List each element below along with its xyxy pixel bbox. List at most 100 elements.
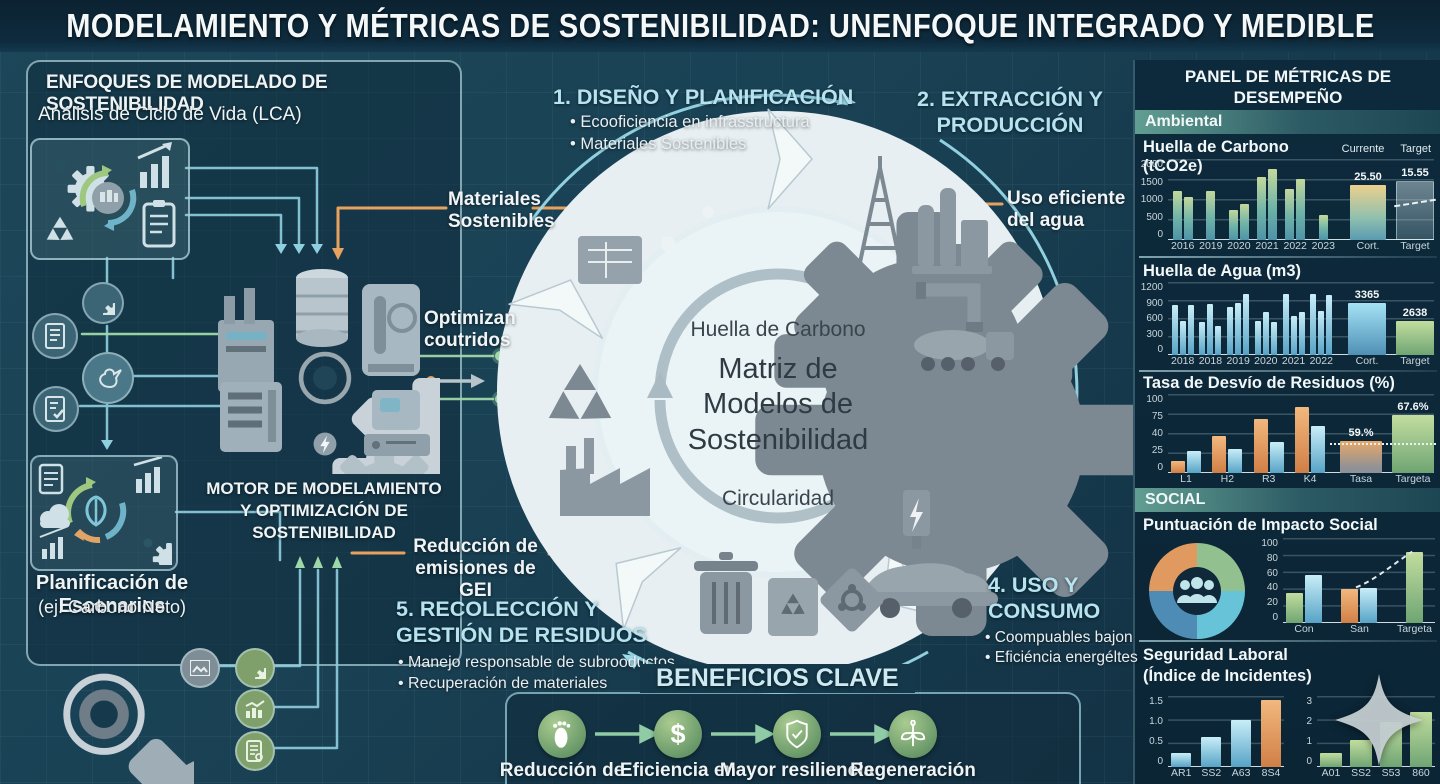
stage2-title: 2. EXTRACCIÓN Y PRODUCCIÓN <box>917 87 1103 138</box>
compute-cube-icon <box>364 390 430 456</box>
gear-icon <box>244 657 266 679</box>
section-social: SOCIAL <box>1135 488 1440 512</box>
checklist-icon <box>45 396 65 422</box>
gear-icon <box>143 536 173 565</box>
cloud-icon <box>40 504 70 528</box>
benefit-2-label: Eficiencia en <box>619 760 737 781</box>
carbon-chart-title: Huella de Carbono (tCO2e) <box>1143 138 1289 175</box>
refinery-icon <box>912 188 992 274</box>
scenario-sub-label: (ej. Carbono Neto) <box>37 597 187 617</box>
modeling-engine-illustration <box>218 269 440 474</box>
chart-icon <box>245 700 265 718</box>
materials-callout: Materiales Sostenibles <box>448 189 555 232</box>
benefit-4-circle <box>889 710 937 758</box>
scenario-label: Planificación de Escenarios <box>35 572 189 617</box>
main-gear-icon <box>292 338 440 474</box>
waste-chart-title: Tasa de Desvío de Residuos (%) <box>1143 374 1395 392</box>
eco-gear-circle <box>235 648 275 688</box>
dollar-icon: $ <box>670 718 686 749</box>
donut-hole <box>1173 567 1221 615</box>
target-col-header: Target <box>1400 143 1431 155</box>
waste-chart-title-row: Tasa de Desvío de Residuos (%) <box>1143 374 1435 393</box>
big-gear-icon <box>14 638 194 784</box>
safety-title-1: Seguridad Laboral <box>1143 646 1288 664</box>
social-chart-title: Puntuación de Impacto Social <box>1143 516 1378 534</box>
footprint-icon <box>553 721 571 748</box>
report-circle <box>235 731 275 771</box>
title-bar: MODELAMIENTO Y MÉTRICAS DE SOSTENIBILIDA… <box>0 0 1440 52</box>
gear-circle <box>82 282 124 324</box>
benefit-3-circle <box>773 710 821 758</box>
benefit-4-label: Regeneración de <box>850 760 976 784</box>
sparkle-cursor-icon <box>1335 674 1423 766</box>
analyzer-machine-icon <box>362 284 420 376</box>
factory-machine-icon <box>218 288 274 392</box>
recycle-bag-icon <box>768 578 818 636</box>
benefit-arrows <box>595 724 894 744</box>
optimize-callout: Optimizan coutridos <box>424 308 516 351</box>
benefit-2-circle: $ <box>654 710 702 758</box>
power-towers-icon <box>928 439 1022 553</box>
engine-label: MOTOR DE MODELAMIENTO Y OPTIMIZACIÓN DE … <box>206 479 442 543</box>
water-callout: Uso eficiente del agua <box>1007 188 1126 231</box>
water-chart-title-row: Huella de Agua (m3) <box>1143 262 1435 281</box>
plant-icon <box>900 720 926 747</box>
cycle-center-main: Matriz de Modelos de Sostenibilidad <box>687 353 869 456</box>
clipboard-icon <box>38 463 64 495</box>
clipboard-icon <box>142 200 176 248</box>
pipeline-icon <box>916 282 983 332</box>
hazard-icon <box>820 568 884 632</box>
cycle-center-bottom: Circularidad <box>721 487 835 510</box>
leaf-cycle-icon <box>65 477 127 544</box>
recycle-icon <box>43 216 77 246</box>
lifecycle-scene <box>78 91 1133 750</box>
factory-icon <box>560 438 650 516</box>
safety-title-2: (Índice de Incidentes) <box>1143 667 1312 685</box>
social-title-row: Puntuación de Impacto Social <box>1143 516 1435 535</box>
scenario-icon-box <box>30 455 178 571</box>
stage1-title: 1. DISEÑO Y PLANIFICACIÓN <box>553 85 854 109</box>
image-circle <box>180 648 220 688</box>
ghg-callout: Reducción de emisiones de GEI <box>413 536 538 601</box>
car-icon <box>856 563 998 618</box>
trend-chart-circle <box>235 689 275 729</box>
divider <box>1139 256 1437 258</box>
growth-chart-icon <box>137 142 172 188</box>
divider <box>1139 370 1437 372</box>
stage4-bullets: • Coompuables bajon • Eficiéncia energél… <box>985 629 1138 667</box>
stage4-title: 4. USO Y CONSUMO <box>988 573 1101 624</box>
image-icon <box>190 660 210 676</box>
water-chart-title: Huella de Agua (m3) <box>1143 262 1301 280</box>
oil-derrick-icon <box>856 156 904 273</box>
chart-bars-icon <box>39 526 67 559</box>
section-ambiental: Ambiental <box>1135 110 1440 134</box>
benefit-1-circle <box>538 710 586 758</box>
cycle-arrows-icon <box>79 165 137 231</box>
lca-icon-box <box>30 138 190 260</box>
gear-icon <box>91 291 115 315</box>
document-icon <box>45 323 65 349</box>
lca-label: Análisis de Ciclo de Vida (LCA) <box>38 104 302 125</box>
social-impact-donut <box>1149 543 1245 639</box>
people-icon <box>1177 577 1217 603</box>
dove-circle <box>82 352 134 404</box>
stage5-title: 5. RECOLECCIÓN Y GESTIÓN DE RESIDUOS <box>396 597 647 648</box>
shield-icon <box>786 719 808 749</box>
gray-arrow <box>440 374 485 388</box>
stage5-bullets: • Manejo responsable de subrooductos • R… <box>398 654 675 693</box>
stage1-bullets: • Ecooficiencia en infrasstructura • Mat… <box>570 113 810 153</box>
page-title: MODELAMIENTO Y MÉTRICAS DE SOSTENIBILIDA… <box>65 7 1375 44</box>
divider <box>1139 640 1437 642</box>
tank-stack-icon <box>296 269 348 347</box>
chart-up-icon <box>133 457 163 493</box>
cycle-center-top: Huella de Carbono <box>690 318 866 341</box>
carbon-chart-title-row: Huella de Carbono (tCO2e) Currente Targe… <box>1143 138 1435 176</box>
trash-bin-icon <box>694 552 758 634</box>
ev-charger-icon <box>903 490 930 549</box>
